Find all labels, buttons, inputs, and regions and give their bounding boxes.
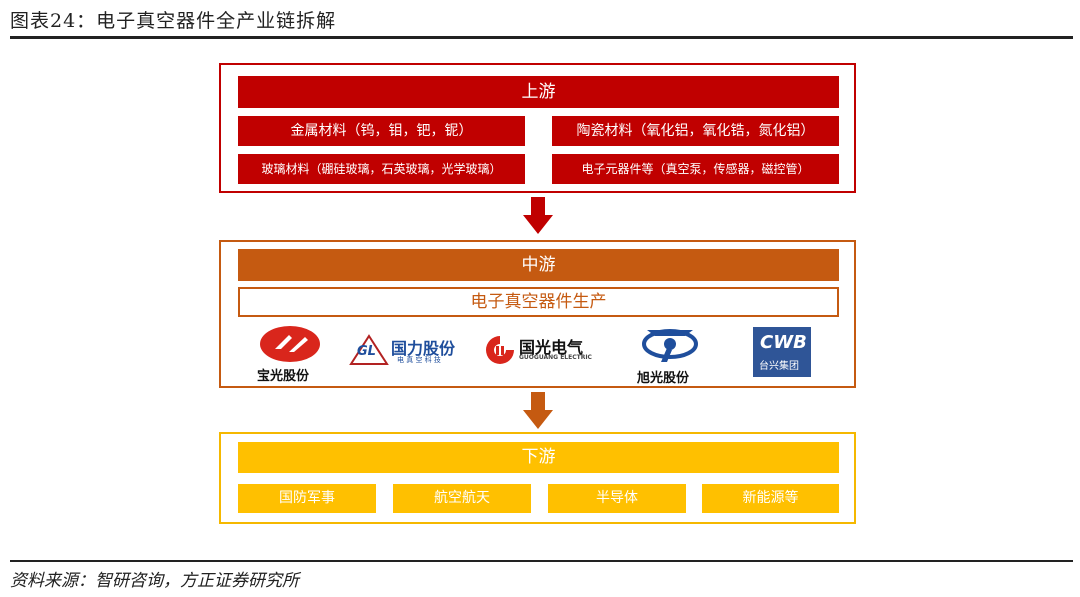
upstream-item-glass: 玻璃材料（硼硅玻璃，石英玻璃，光学玻璃） [238,154,525,184]
guoguang-logo-icon [486,336,514,364]
company-guoli: GL 国力股份 电 真 空 科 技 [349,332,469,372]
company-name: 国光电气 [519,338,584,357]
company-guoguang: 国光电气 GUOGUANG ELECTRIC [484,334,596,370]
upstream-item-metal: 金属材料（钨，钼，钯，铌） [238,116,525,146]
company-name: 宝光股份 [257,369,310,384]
upstream-item-components: 电子元器件等（真空泵，传感器，磁控管） [552,154,839,184]
top-rule [10,36,1073,39]
downstream-box: 下游 国防军事 航空航天 半导体 新能源等 [219,432,856,524]
cwb-mark: CWB [760,332,807,353]
guoguang-tagline: GUOGUANG ELECTRIC [519,354,592,361]
company-name: 旭光股份 [637,371,690,386]
midstream-header: 中游 [238,249,839,281]
guoli-mark: GL [357,344,376,359]
upstream-box: 上游 金属材料（钨，钼，钯，铌） 陶瓷材料（氧化铝，氧化锆，氮化铝） 玻璃材料（… [219,63,856,193]
upstream-header: 上游 [238,76,839,108]
downstream-item-new-energy: 新能源等 [702,484,839,513]
midstream-subheader: 电子真空器件生产 [238,287,839,317]
arrow-down-icon [523,197,553,234]
bottom-rule [10,560,1073,562]
figure-title: 图表24：电子真空器件全产业链拆解 [10,10,337,32]
baoguang-logo-icon [260,326,320,362]
company-name: 台兴集团 [759,361,799,372]
source-note: 资料来源：智研咨询，方正证券研究所 [10,571,299,591]
guoli-tagline: 电 真 空 科 技 [397,356,441,364]
company-name: 国力股份 [391,339,456,358]
midstream-box: 中游 电子真空器件生产 宝光股份 GL 国力股份 电 真 空 科 技 国光电气 … [219,240,856,388]
arrow-down-icon [523,392,553,429]
downstream-header: 下游 [238,442,839,473]
downstream-item-aerospace: 航空航天 [393,484,531,513]
upstream-item-ceramic: 陶瓷材料（氧化铝，氧化锆，氮化铝） [552,116,839,146]
guoli-logo-icon [349,334,389,365]
downstream-item-defense: 国防军事 [238,484,376,513]
company-cwb: CWB 台兴集团 [753,327,811,377]
company-baoguang: 宝光股份 [255,325,325,384]
xuguang-logo-icon [642,329,698,362]
company-xuguang: 旭光股份 [633,322,709,386]
downstream-item-semiconductor: 半导体 [548,484,686,513]
